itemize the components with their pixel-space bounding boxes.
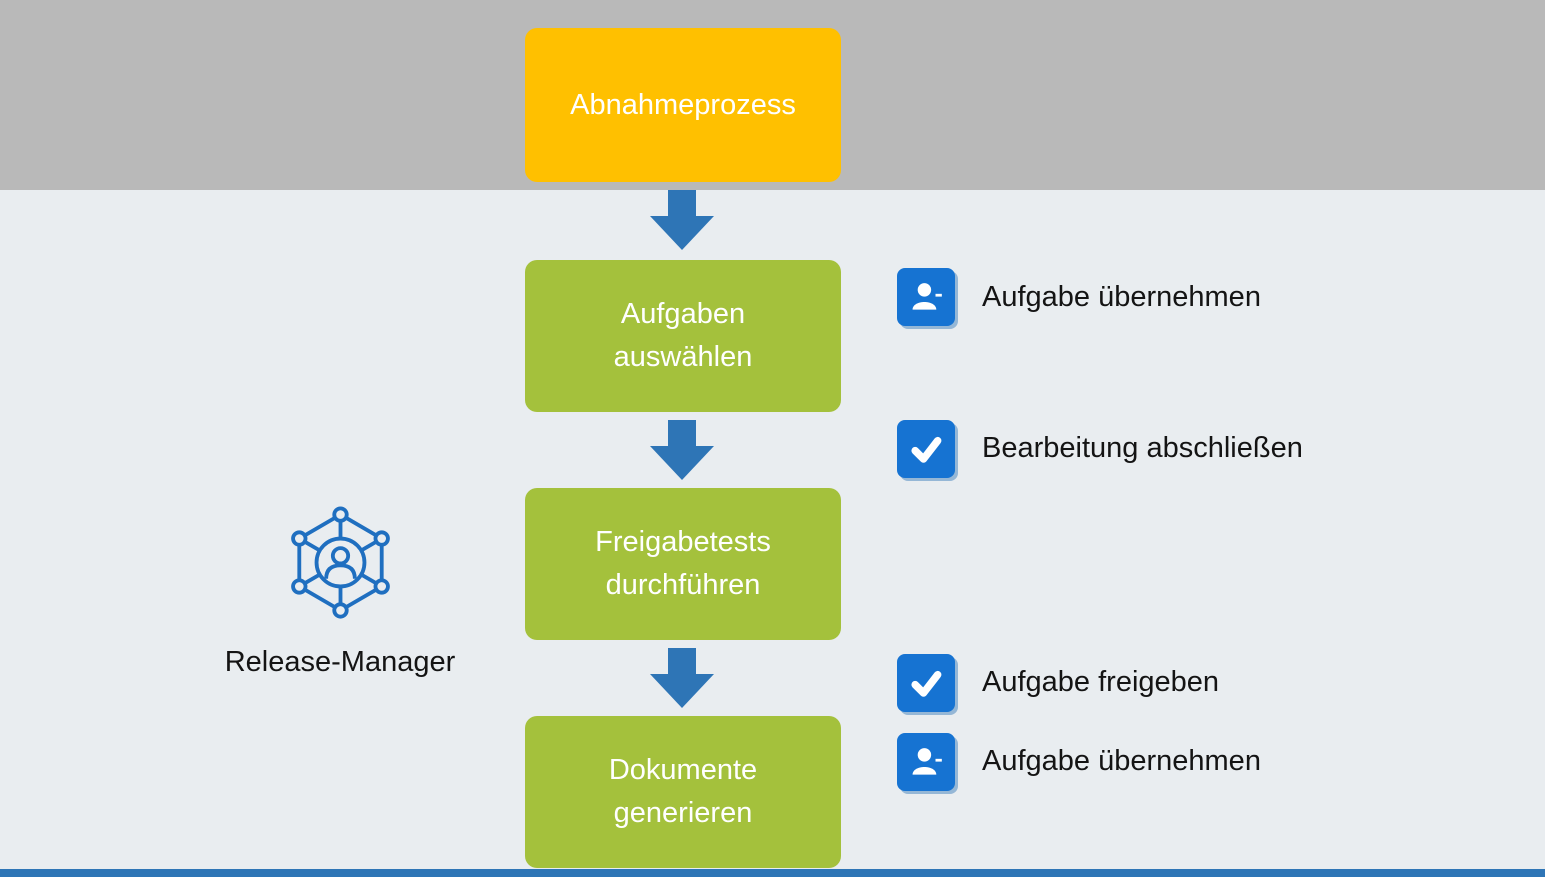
arrow-stem [668, 648, 696, 674]
annotation-label: Aufgabe freigeben [982, 666, 1220, 698]
arrow-head [650, 446, 714, 480]
network-person-icon [283, 505, 398, 620]
flow-node-start: Abnahmeprozess [525, 28, 841, 182]
assign-person-icon [897, 733, 955, 791]
flow-arrow-down-icon [650, 190, 714, 250]
flow-node-step-2-label: Freigabetests durchführen [595, 526, 771, 601]
flow-node-step-1-label: Aufgaben auswählen [613, 298, 753, 373]
arrow-head [650, 674, 714, 708]
arrow-stem [668, 420, 696, 446]
flow-node-step-1: Aufgaben auswählen [525, 260, 841, 412]
bottom-accent-bar [0, 869, 1545, 877]
actor-label: Release-Manager [224, 646, 456, 678]
annotation-label: Bearbeitung abschließen [982, 432, 1303, 464]
flow-node-step-2: Freigabetests durchführen [525, 488, 841, 640]
arrow-head [650, 216, 714, 250]
arrow-stem [668, 190, 696, 216]
flow-node-start-label: Abnahmeprozess [570, 88, 796, 121]
flow-arrow-down-icon [650, 420, 714, 480]
check-icon [897, 420, 955, 478]
annotation-label: Aufgabe übernehmen [982, 281, 1261, 313]
check-icon [897, 654, 955, 712]
annotation-label: Aufgabe übernehmen [982, 745, 1261, 777]
flow-node-step-3-label: Dokumente generieren [608, 754, 758, 829]
flow-arrow-down-icon [650, 648, 714, 708]
flow-node-step-3: Dokumente generieren [525, 716, 841, 868]
assign-person-icon [897, 268, 955, 326]
